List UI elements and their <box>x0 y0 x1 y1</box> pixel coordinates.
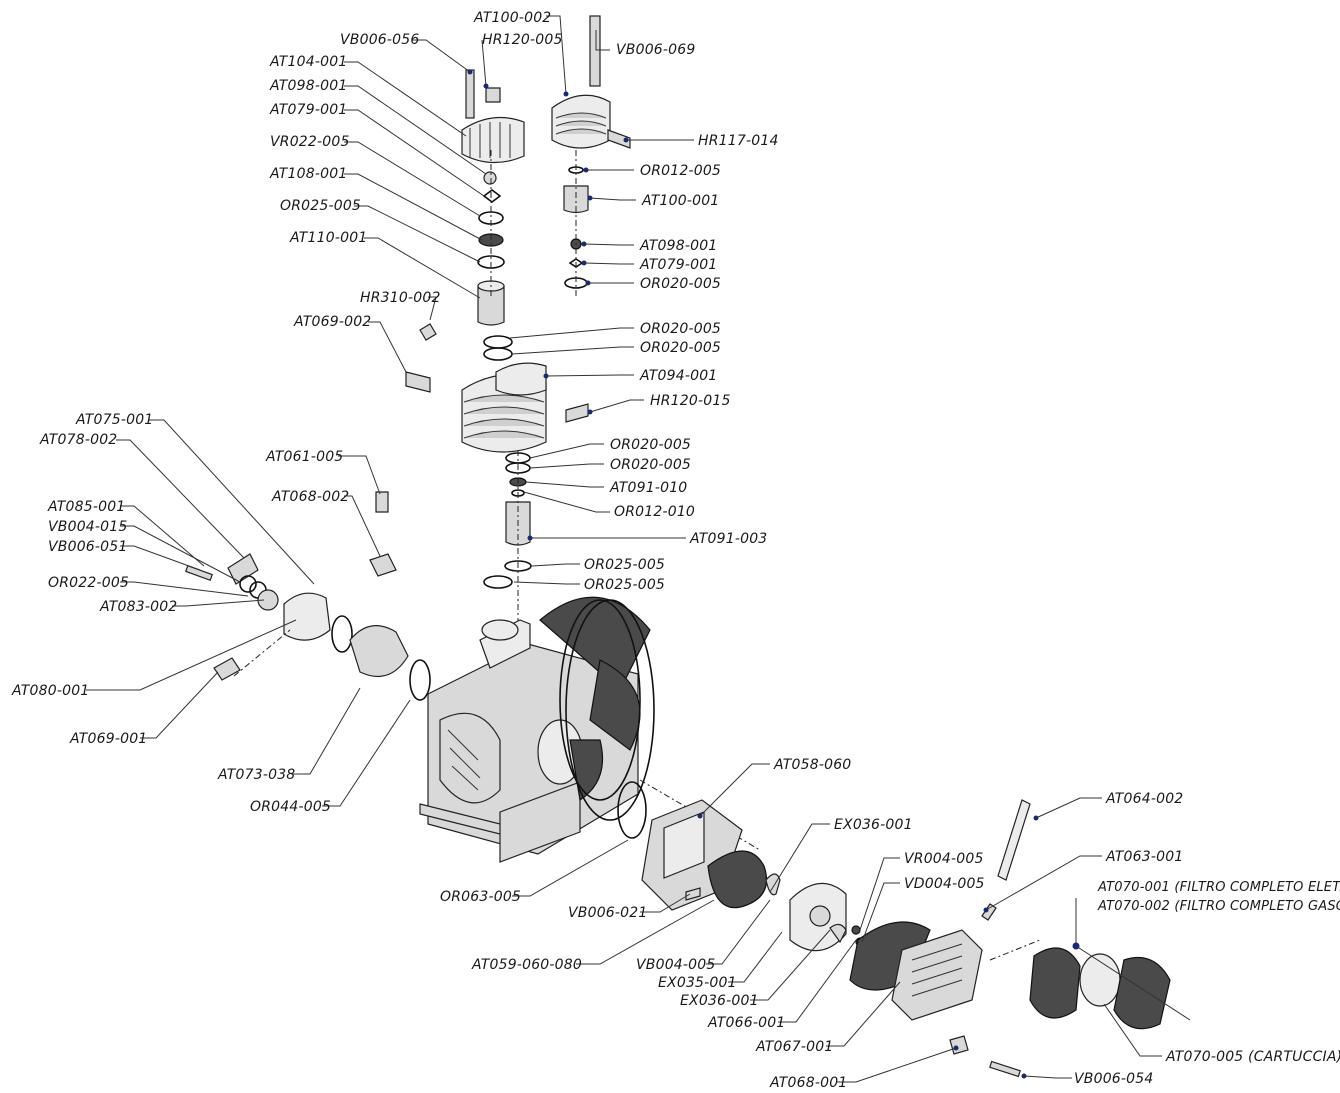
label-or020-005-e: OR020-005 <box>610 457 691 473</box>
label-at068-002: AT068-002 <box>271 489 349 505</box>
label-or025-005-top: OR025-005 <box>280 198 361 214</box>
label-vb006-056: VB006-056 <box>340 32 419 48</box>
label-or012-010: OR012-010 <box>614 504 695 520</box>
upper-right-valve-head <box>490 15 631 296</box>
label-hr120-015: HR120-015 <box>650 393 731 409</box>
label-at058-060: AT058-060 <box>773 757 851 773</box>
label-vb006-051: VB006-051 <box>48 539 127 555</box>
label-at108-001: AT108-001 <box>269 166 347 182</box>
label-at079-001-left: AT079-001 <box>269 102 347 118</box>
label-ex036-001-top: EX036-001 <box>834 817 913 833</box>
label-at100-001: AT100-001 <box>641 193 719 209</box>
label-vb004-005: VB004-005 <box>636 957 715 973</box>
label-hr117-014: HR117-014 <box>698 133 779 149</box>
label-at073-038: AT073-038 <box>217 767 295 783</box>
label-vb006-021: VB006-021 <box>568 905 647 921</box>
label-at068-001: AT068-001 <box>769 1075 847 1091</box>
label-at098-001-right: AT098-001 <box>639 238 717 254</box>
label-at104-001: AT104-001 <box>269 54 347 70</box>
label-at066-001: AT066-001 <box>707 1015 785 1031</box>
label-or044-005: OR044-005 <box>250 799 331 815</box>
label-at067-001: AT067-001 <box>755 1039 833 1055</box>
main-crankcase <box>419 596 761 863</box>
part-labels: AT100-002 VB006-056 HR120-005 VB006-069 … <box>11 10 1340 1091</box>
label-at061-005: AT061-005 <box>265 449 343 465</box>
middle-cylinder-head <box>405 323 589 640</box>
label-at064-002: AT064-002 <box>1105 791 1183 807</box>
parts-illustration <box>184 15 1191 1078</box>
label-or022-005: OR022-005 <box>48 575 129 591</box>
label-or025-005-b: OR025-005 <box>584 577 665 593</box>
label-at063-001: AT063-001 <box>1105 849 1183 865</box>
label-vr004-005: VR004-005 <box>904 851 984 867</box>
label-or020-005-b: OR020-005 <box>640 321 721 337</box>
label-at069-002: AT069-002 <box>293 314 371 330</box>
leader-lines <box>86 15 1162 1083</box>
label-at085-001: AT085-001 <box>47 499 125 515</box>
upper-left-valve-head <box>461 69 525 326</box>
label-at100-002-top: AT100-002 <box>473 10 551 26</box>
label-or020-005-a: OR020-005 <box>640 276 721 292</box>
leader-arrowheads <box>467 69 1080 1079</box>
label-at091-003: AT091-003 <box>689 531 767 547</box>
label-at070-002: AT070-002 (FILTRO COMPLETO GASOL) <box>1097 899 1340 914</box>
label-at094-001: AT094-001 <box>639 368 717 384</box>
label-at098-001-left: AT098-001 <box>269 78 347 94</box>
label-vr022-005: VR022-005 <box>270 134 350 150</box>
lower-right-filter-assembly <box>617 781 1191 1078</box>
label-at083-002: AT083-002 <box>99 599 177 615</box>
label-at080-001: AT080-001 <box>11 683 89 699</box>
label-or025-005-a: OR025-005 <box>584 557 665 573</box>
label-at070-001: AT070-001 (FILTRO COMPLETO ELET.) <box>1097 880 1340 895</box>
label-at091-010: AT091-010 <box>609 480 687 496</box>
label-vb006-069: VB006-069 <box>616 42 695 58</box>
label-at110-001: AT110-001 <box>289 230 367 246</box>
label-at078-002: AT078-002 <box>39 432 117 448</box>
label-or020-005-d: OR020-005 <box>610 437 691 453</box>
label-or020-005-c: OR020-005 <box>640 340 721 356</box>
label-hr120-005: HR120-005 <box>482 32 563 48</box>
label-or063-005: OR063-005 <box>440 889 521 905</box>
label-at075-001: AT075-001 <box>75 412 153 428</box>
label-ex036-001-bottom: EX036-001 <box>680 993 759 1009</box>
label-vb006-054: VB006-054 <box>1074 1071 1153 1087</box>
label-vb004-015: VB004-015 <box>48 519 127 535</box>
label-at069-001: AT069-001 <box>69 731 147 747</box>
label-ex035-001: EX035-001 <box>658 975 737 991</box>
label-or012-005: OR012-005 <box>640 163 721 179</box>
label-hr310-002: HR310-002 <box>360 290 441 306</box>
label-vd004-005: VD004-005 <box>904 876 985 892</box>
left-side-components <box>184 491 431 701</box>
label-at059-060-080: AT059-060-080 <box>471 957 582 973</box>
label-at070-005: AT070-005 (CARTUCCIA) <box>1165 1049 1340 1065</box>
label-at079-001-right: AT079-001 <box>639 257 717 273</box>
